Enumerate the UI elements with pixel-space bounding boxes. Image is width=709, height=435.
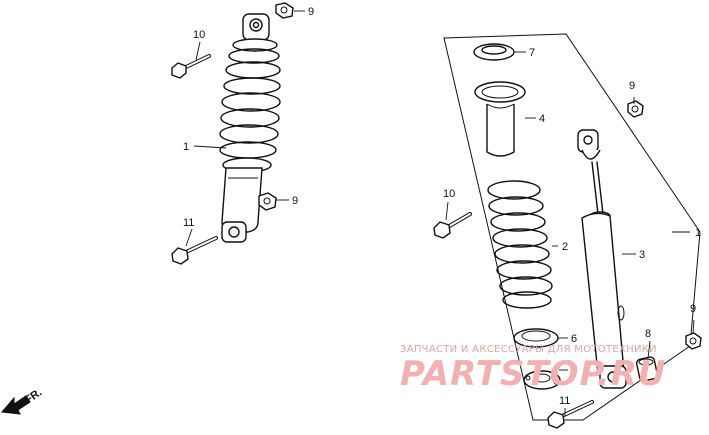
nut-9-mid-left [258, 192, 277, 211]
watermark-brand-logo: PARTSTOP.RU [400, 354, 666, 394]
callout-9-top-right: 9 [629, 80, 635, 92]
callout-2: 2 [562, 241, 568, 253]
callout-11-right: 11 [559, 395, 570, 407]
callout-7: 7 [529, 47, 535, 59]
callout-labels: 1 10 9 9 11 7 4 9 10 2 3 1 9 6 8 5 11 [183, 6, 701, 407]
callout-1-right: 1 [695, 227, 701, 239]
bolt-11-left [171, 236, 218, 265]
callout-11-left: 11 [183, 217, 194, 229]
callout-3: 3 [639, 249, 645, 261]
callout-9-mid-left: 9 [292, 195, 298, 207]
front-direction-marker: FR. [1, 386, 44, 415]
nut-9-top-right [627, 100, 644, 118]
bolt-11-right [547, 400, 594, 429]
damper-3 [577, 129, 627, 389]
callout-8: 8 [645, 328, 651, 340]
watermark-caption: ЗАПЧАСТИ И АКСЕССУАРЫ ДЛЯ МОТОТЕХНИКИ [400, 344, 657, 355]
callout-10-right: 10 [443, 188, 455, 200]
front-arrow-icon [1, 395, 31, 415]
callout-1-left: 1 [183, 141, 189, 153]
callout-4: 4 [539, 113, 545, 125]
assembled-coil-spring [219, 48, 281, 159]
stopper-ring-7 [473, 43, 515, 61]
callout-10-left: 10 [193, 29, 205, 41]
dust-cover-4 [474, 81, 526, 157]
callout-6: 6 [571, 333, 577, 345]
shock-absorber-assembly [219, 13, 281, 243]
watermark: ЗАПЧАСТИ И АКСЕССУАРЫ ДЛЯ МОТОТЕХНИКИ PA… [400, 344, 666, 394]
nut-9-top-left [275, 2, 294, 19]
spring-seat-6 [513, 328, 559, 348]
bolt-10-left [171, 54, 211, 79]
bolt-10-right [433, 212, 472, 239]
callout-9-top-left: 9 [308, 6, 314, 18]
nut-9-bottom-right [685, 332, 702, 350]
collar-8 [635, 356, 659, 382]
callout-5: 5 [571, 365, 577, 377]
adjuster-5 [523, 370, 561, 390]
coil-spring-2 [487, 180, 553, 309]
callout-9-bottom-right: 9 [690, 303, 696, 315]
